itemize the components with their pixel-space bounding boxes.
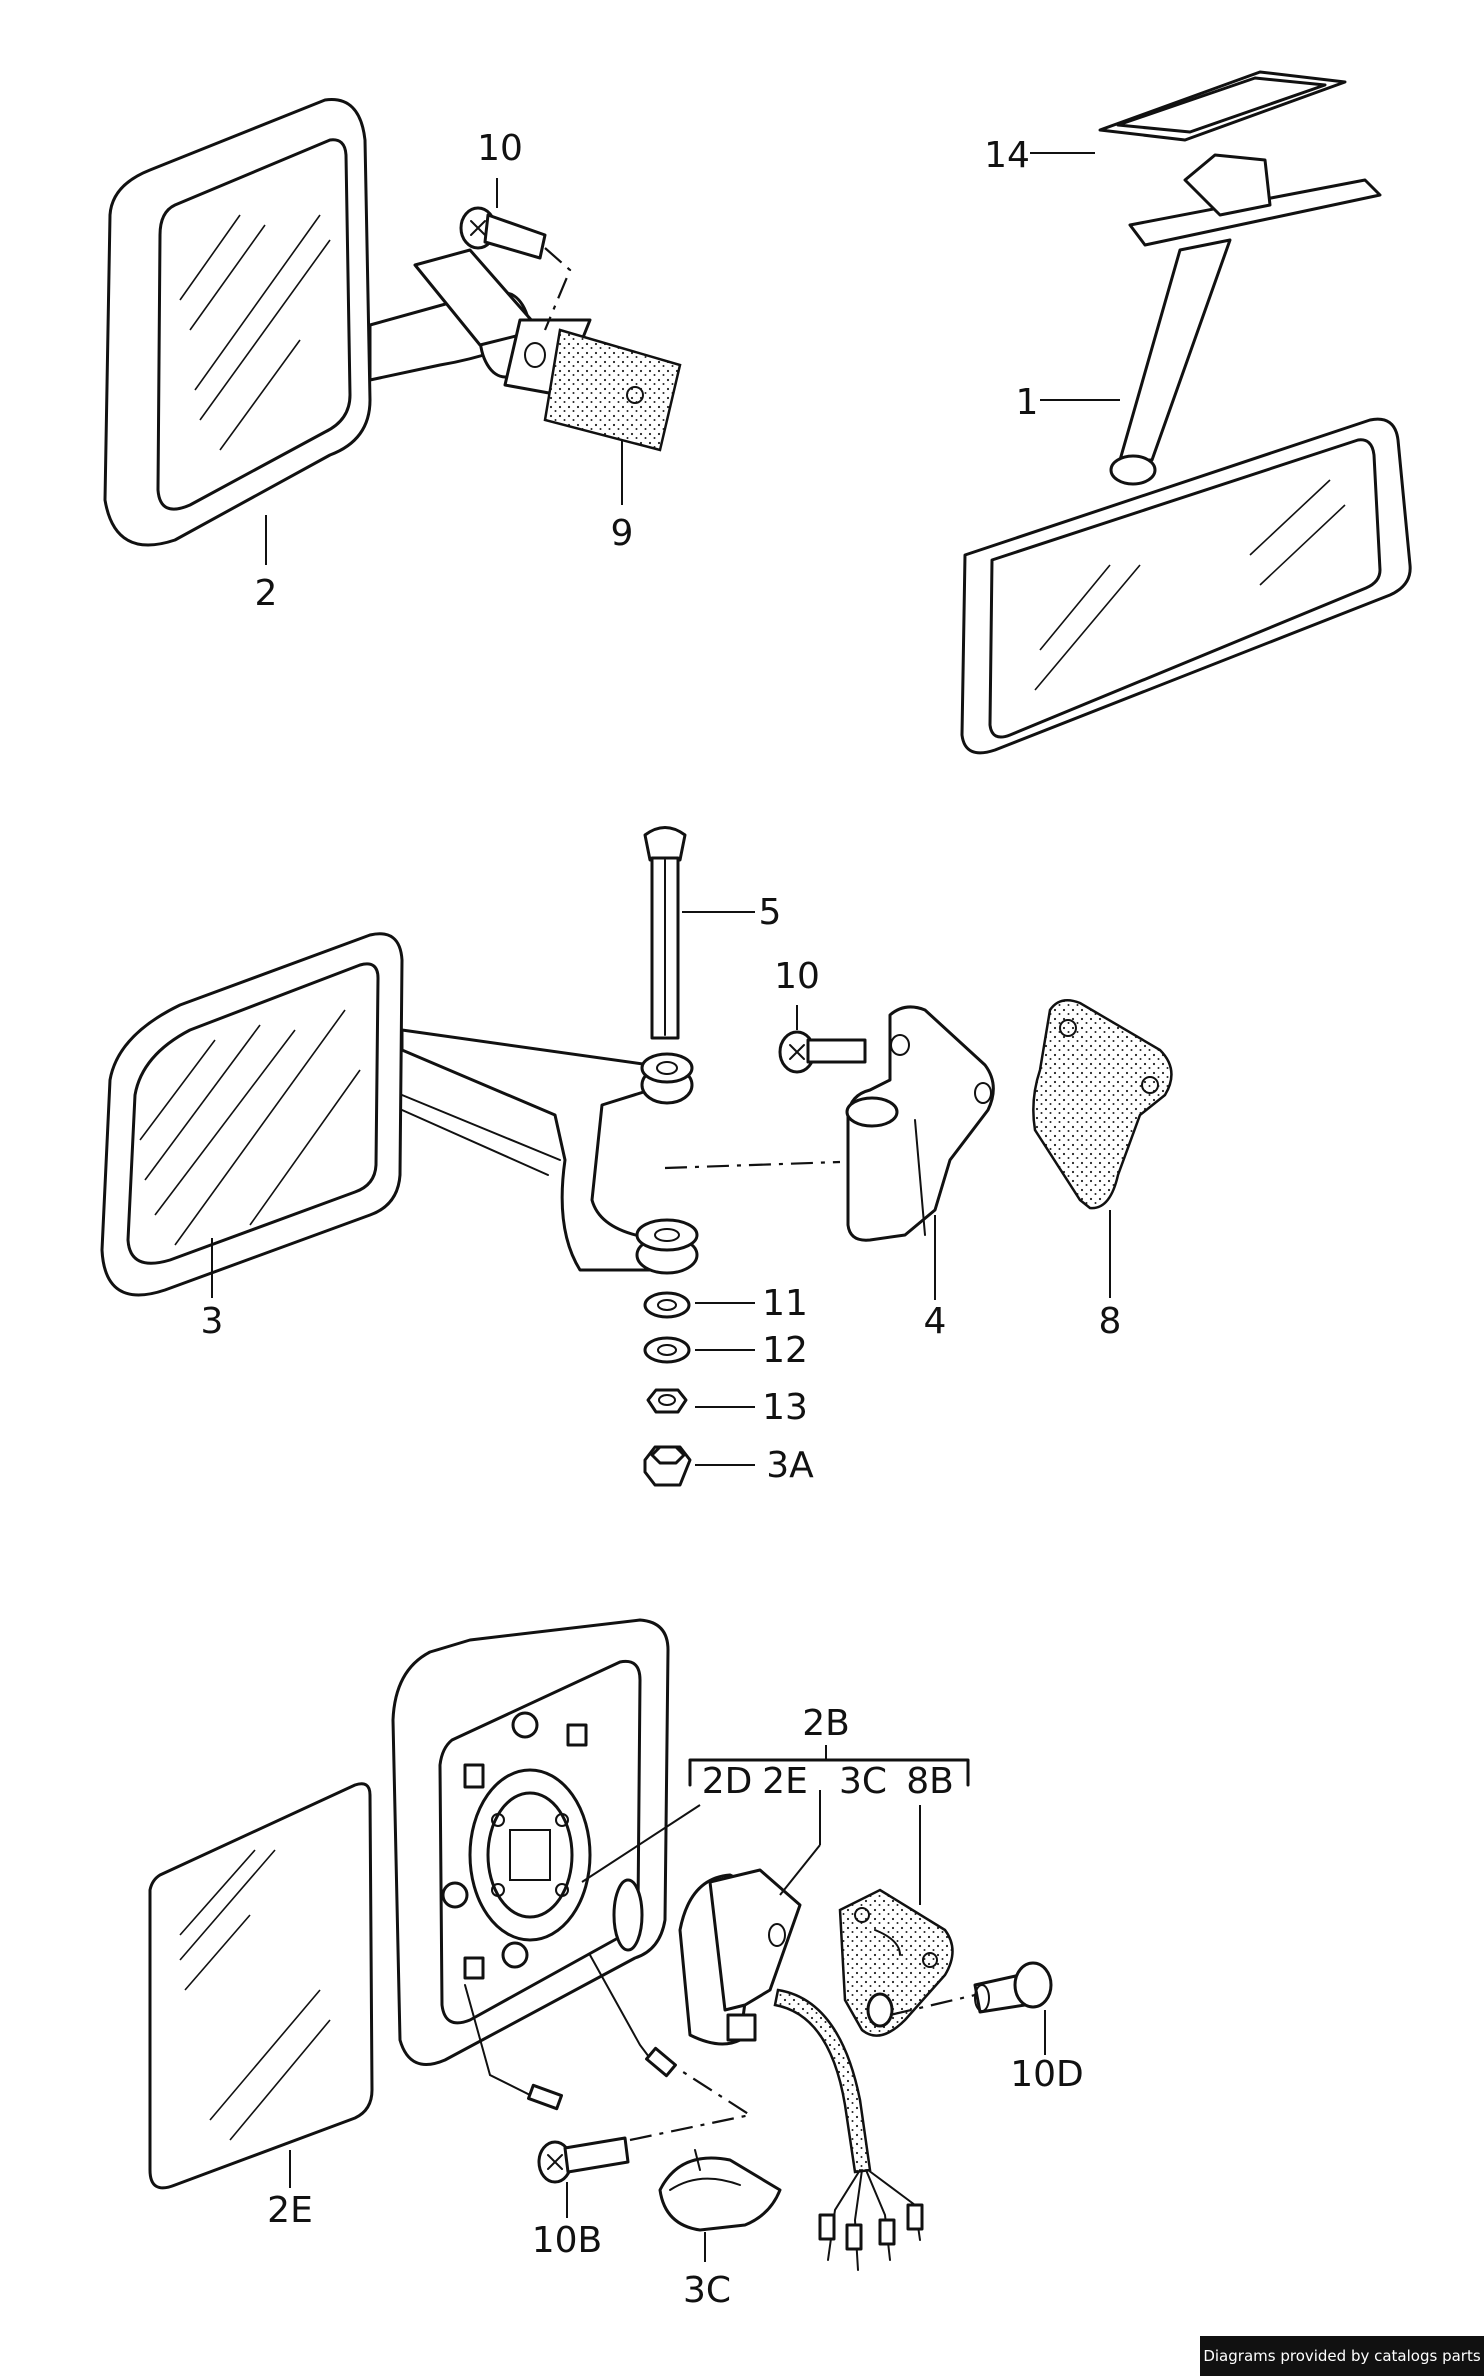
leader-2d [581,1804,701,1883]
label-2e-top: 2E [762,1761,808,1802]
label-10a: 10 [477,128,523,169]
nut-3a [643,1445,692,1487]
label-3: 3 [201,1301,224,1342]
label-2b: 2B [802,1703,850,1744]
label-11: 11 [762,1283,808,1324]
mirror-housing-assembly [391,1618,670,2066]
label-5: 5 [759,892,782,933]
leader-2e-top-b [779,1844,821,1896]
washer-11 [643,1291,691,1319]
dash-line-4 [664,1160,841,1170]
bracket-4 [845,1005,995,1242]
label-2: 2 [255,573,278,614]
label-1: 1 [1016,382,1039,423]
label-14: 14 [984,135,1030,176]
cover-3c [658,2149,782,2232]
label-12: 12 [762,1330,808,1371]
washer-12 [643,1336,691,1364]
label-3c-bottom: 3C [683,2270,731,2311]
exterior-mirror-3 [100,932,699,1297]
wire-left [464,1984,531,2096]
motor-bracket [678,1868,802,2046]
gasket-8b [838,1888,954,2037]
credit-badge: Diagrams provided by catalogs parts [1200,2336,1484,2376]
label-10b: 10 [774,956,820,997]
plug-left [527,2083,563,2111]
bolt-10d [973,1961,1053,2014]
dash-line-10d [889,1993,976,2017]
nut-13 [646,1388,688,1414]
screw-10 [778,1030,867,1074]
label-10b-bottom: 10B [532,2220,603,2261]
label-8b: 8B [906,1761,954,1802]
gasket-8 [1032,998,1173,1210]
mirror-glass-2e [148,1782,374,2190]
label-9: 9 [611,513,634,554]
label-4: 4 [924,1301,947,1342]
group-bracket-2b [688,1758,970,1787]
screw-10b [537,2136,630,2184]
label-3c-top: 3C [839,1761,887,1802]
label-8: 8 [1099,1301,1122,1342]
connectors [818,2169,924,2271]
exterior-mirror-2 [103,98,682,547]
label-3a: 3A [766,1445,814,1486]
label-10d: 10D [1010,2054,1084,2095]
label-2d: 2D [702,1761,753,1802]
pin-5 [643,826,687,1040]
plug-right [645,2046,677,2078]
label-13: 13 [762,1387,808,1428]
dash-line-10b [629,2069,753,2142]
label-2e-bottom: 2E [267,2190,313,2231]
wire-right [589,1954,656,2066]
interior-mirror-1 [960,70,1412,755]
